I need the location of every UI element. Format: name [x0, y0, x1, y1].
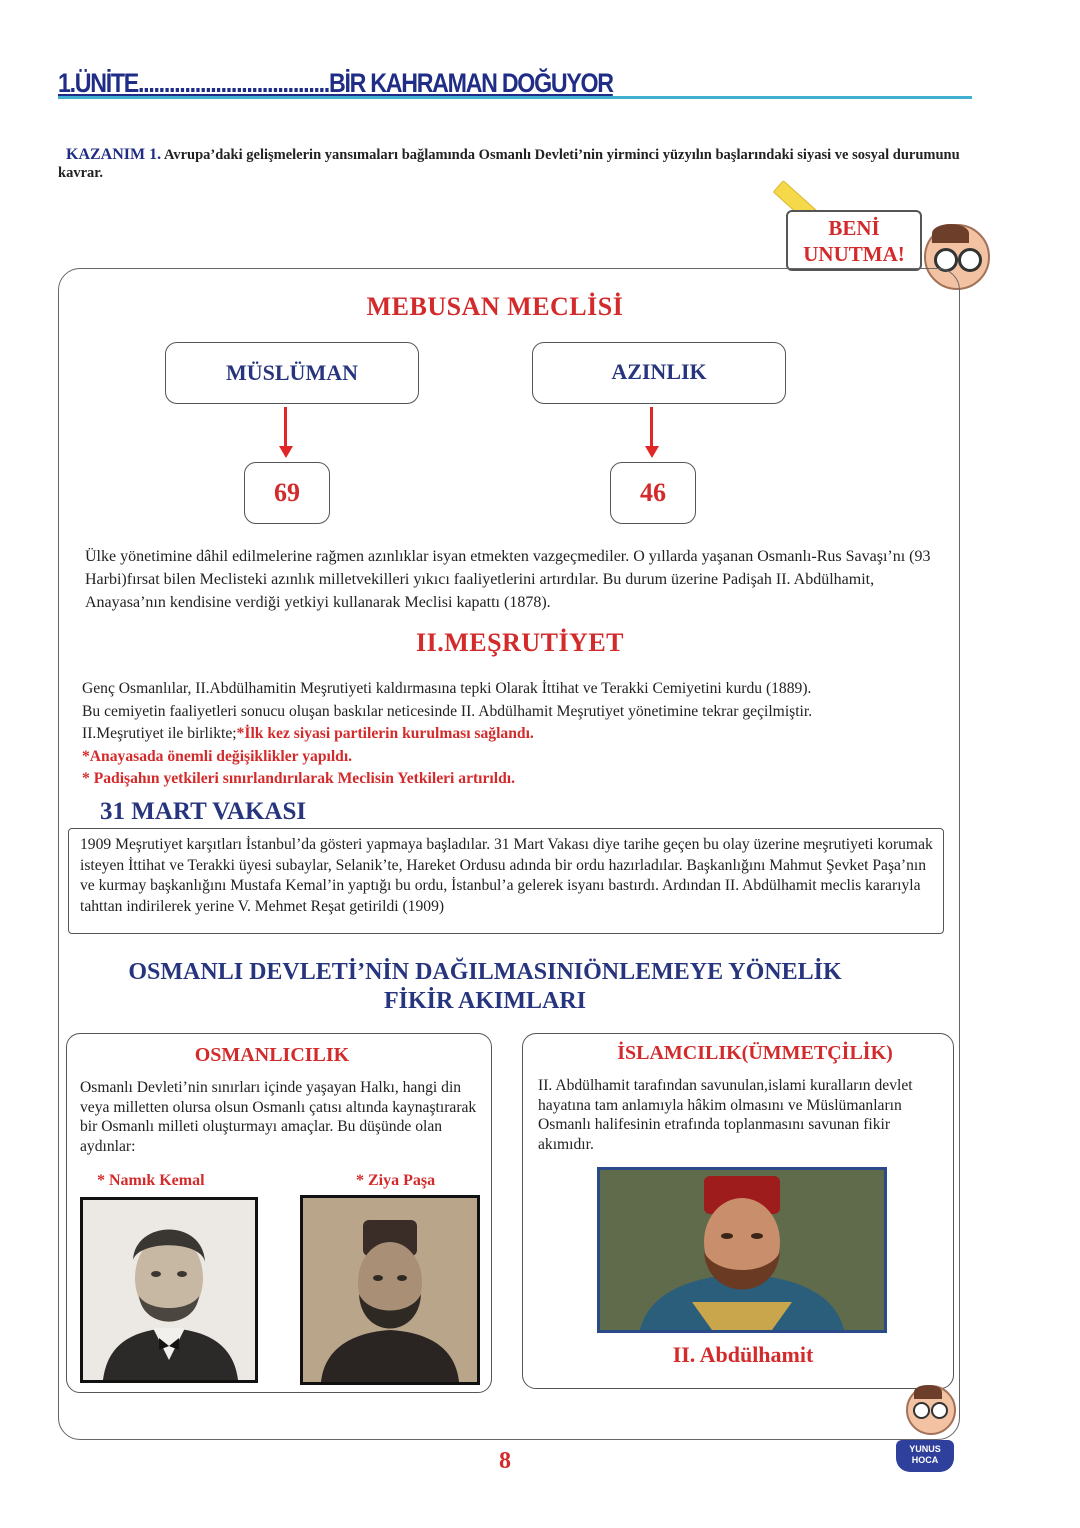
unit-title: 1.ÜNİTE.................................…: [58, 68, 614, 99]
content-frame: [58, 268, 960, 1440]
muslim-box: MÜSLÜMAN: [165, 342, 419, 404]
muslim-arrow-head: [279, 446, 293, 458]
unit-name: BİR KAHRAMAN DOĞUYOR: [328, 68, 614, 98]
abdulhamit-photo: [597, 1167, 887, 1333]
minority-label: AZINLIK: [611, 359, 707, 384]
minority-arrow-head: [645, 446, 659, 458]
mart-text: 1909 Meşrutiyet karşıtları İstanbul’da g…: [80, 836, 933, 915]
mascot-avatar-icon: [906, 1385, 956, 1435]
osmanlicilik-title: OSMANLICILIK: [194, 1044, 350, 1066]
kazanim-text: Avrupa’daki gelişmelerin yansımaları bağ…: [58, 147, 960, 181]
mesrutiyet-line2: Bu cemiyetin faaliyetleri sonucu oluşan …: [82, 702, 813, 720]
muslim-arrow: [284, 407, 287, 447]
unit-dots: .....................................: [138, 68, 330, 98]
mebusan-title: MEBUSAN MECLİSİ: [366, 292, 624, 321]
unit-prefix: 1.ÜNİTE: [58, 68, 139, 98]
note-line2: UNUTMA!: [803, 242, 905, 266]
islamcilik-title: İSLAMCILIK(ÜMMETÇİLİK): [617, 1042, 893, 1064]
kazanim-label: KAZANIM 1.: [66, 146, 162, 163]
ziya-pasa-caption: * Ziya Paşa: [356, 1172, 436, 1189]
teacher-avatar-icon: [924, 224, 990, 290]
reminder-note: BENİ UNUTMA!: [786, 210, 922, 271]
mesrutiyet-title: II.MEŞRUTİYET: [415, 628, 625, 657]
mesrutiyet-line1: Genç Osmanlılar, II.Abdülhamitin Meşruti…: [82, 680, 812, 697]
yunus-hoca-logo: YUNUS HOCA: [896, 1440, 954, 1472]
mesrutiyet-line4: *Anayasada önemli değişiklikler yapıldı.: [82, 747, 353, 765]
muslim-count-box: 69: [244, 462, 330, 524]
namik-kemal-caption: * Namık Kemal: [97, 1172, 205, 1189]
minority-count-box: 46: [610, 462, 696, 524]
page-number: 8: [499, 1448, 511, 1474]
mart-box: [68, 828, 944, 934]
mebusan-paragraph: Ülke yönetimine dâhil edilmelerine rağme…: [85, 548, 931, 611]
mesrutiyet-line3: II.Meşrutiyet ile birlikte;*İlk kez siya…: [82, 723, 942, 746]
header-rule: [58, 96, 972, 99]
muslim-label: MÜSLÜMAN: [226, 360, 358, 385]
abdulhamit-caption: II. Abdülhamit: [672, 1342, 814, 1367]
namik-kemal-photo: [80, 1197, 258, 1383]
akimlar-title: OSMANLI DEVLETİ’NİN DAĞILMASINIÖNLEMEYE …: [60, 958, 910, 1016]
osmanlicilik-text: Osmanlı Devleti’nin sınırları içinde yaş…: [80, 1079, 477, 1155]
minority-arrow: [650, 407, 653, 447]
note-line1: BENİ: [828, 216, 880, 240]
badge-line2: HOCA: [911, 1455, 939, 1465]
islamcilik-text: II. Abdülhamit tarafından savunulan,isla…: [538, 1077, 913, 1153]
minority-count: 46: [640, 478, 666, 507]
muslim-count: 69: [274, 478, 300, 507]
badge-line1: YUNUS: [909, 1444, 941, 1454]
mesrutiyet-line3-red: *İlk kez siyasi partilerin kurulması sağ…: [236, 725, 534, 742]
mesrutiyet-text: Genç Osmanlılar, II.Abdülhamitin Meşruti…: [82, 678, 942, 791]
mart-title: 31 MART VAKASI: [100, 798, 307, 825]
minority-box: AZINLIK: [532, 342, 786, 404]
mesrutiyet-line5: * Padişahın yetkileri sınırlandırılarak …: [82, 770, 515, 787]
kazanim-statement: KAZANIM 1. Avrupa’daki gelişmelerin yans…: [58, 146, 998, 182]
akimlar-title-line2: FİKİR AKIMLARI: [383, 988, 587, 1014]
ziya-pasa-photo: [300, 1195, 480, 1385]
akimlar-title-line1: OSMANLI DEVLETİ’NİN DAĞILMASINIÖNLEMEYE …: [128, 959, 842, 985]
mesrutiyet-line3-plain: II.Meşrutiyet ile birlikte;: [82, 725, 237, 742]
